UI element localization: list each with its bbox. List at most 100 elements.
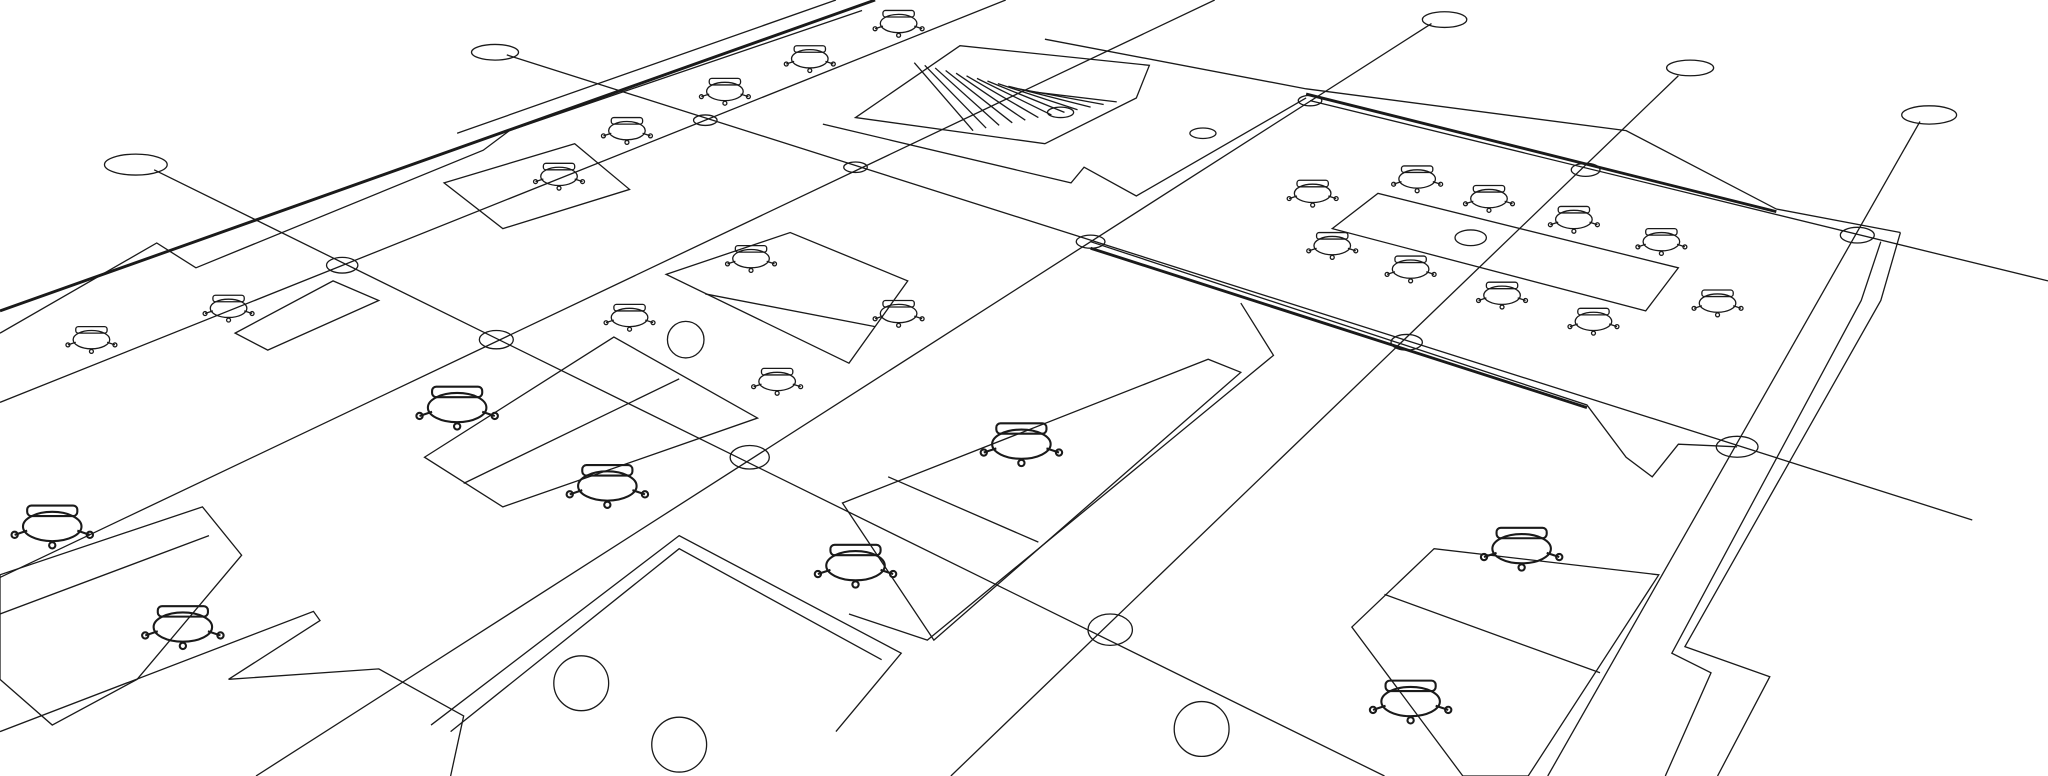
chair-icon [1635, 227, 1688, 257]
stair-tread [1029, 90, 1117, 103]
chair-icon [751, 367, 804, 396]
chair-icon [1475, 281, 1529, 310]
grid-node [325, 256, 359, 274]
stair-tread [966, 75, 1039, 119]
grid-axis-line [153, 169, 1385, 776]
wall [1664, 241, 1882, 776]
grid-node [1570, 162, 1601, 178]
wall [848, 302, 1275, 641]
wall [1044, 38, 1901, 234]
stair-tread [924, 64, 987, 129]
desk [0, 506, 243, 726]
grid-axis-line [0, 0, 1006, 403]
column [1189, 127, 1217, 140]
desks [0, 142, 1680, 776]
grid-node [1715, 435, 1759, 458]
grid-node [1297, 94, 1323, 107]
grid-node [478, 329, 514, 350]
chair-icon [532, 162, 586, 191]
chair-icon [1547, 205, 1600, 234]
columns [325, 94, 1875, 773]
grid-bubble [470, 43, 520, 61]
column [666, 320, 705, 359]
grid-axis-line [1547, 121, 1921, 776]
desk [1330, 192, 1680, 312]
desk [841, 358, 1243, 642]
stair-tread [945, 70, 1013, 124]
grid-bubble [103, 153, 168, 176]
grid-axis-line [1309, 99, 2048, 282]
stair-tread [976, 77, 1052, 116]
wall [0, 9, 863, 334]
grid-node [1839, 226, 1875, 244]
stair-tread [987, 80, 1065, 113]
wall [1090, 241, 1738, 478]
chair-icon [872, 299, 925, 328]
chair-icon [1462, 184, 1516, 213]
grid-node [1087, 613, 1134, 647]
chair-icon [724, 244, 778, 274]
wall [1090, 246, 1588, 409]
wall [1305, 92, 1777, 214]
chair-icon [415, 385, 499, 431]
chair-icon [1368, 679, 1453, 725]
chairs [10, 9, 1744, 725]
chair-icon [65, 325, 118, 355]
grid-node [1075, 234, 1106, 249]
staircase [853, 45, 1151, 145]
column [651, 716, 708, 773]
chair-icon [603, 303, 656, 332]
grid-axis-line [950, 75, 1679, 776]
desk [233, 280, 381, 351]
desk-divider [705, 293, 876, 328]
grid-node [843, 161, 868, 174]
grid-node [1390, 333, 1424, 351]
chair-icon [1306, 231, 1359, 260]
wall [456, 0, 837, 134]
desk [1350, 548, 1660, 776]
stair-tread [913, 62, 974, 132]
wall [0, 610, 465, 776]
stair-tread [955, 72, 1026, 121]
grid-bubble [1665, 59, 1715, 77]
column [1454, 229, 1488, 247]
desk-divider [887, 476, 1039, 543]
desk [442, 142, 631, 230]
grid-node [729, 444, 770, 470]
chair-icon [202, 294, 255, 323]
chair-icon [1391, 165, 1444, 194]
wall [0, 0, 876, 313]
chair-icon [565, 464, 650, 509]
chair-icon [979, 422, 1064, 468]
stair-outline [853, 45, 1151, 145]
stair-tread [997, 82, 1078, 111]
chair-icon [600, 116, 654, 146]
grid-axis-line [255, 22, 1432, 776]
grid-axis-line [506, 54, 1973, 521]
walls [0, 0, 1902, 776]
column [553, 655, 610, 712]
wall [430, 534, 903, 733]
desk [423, 336, 760, 508]
chair-icon [1567, 307, 1620, 336]
chair-icon [1691, 289, 1744, 318]
column [1173, 700, 1230, 758]
chair-icon [141, 605, 225, 651]
desk-divider [1384, 593, 1601, 674]
stair-tread [934, 67, 1000, 126]
desk-divider [0, 535, 210, 615]
chair-icon [783, 45, 836, 74]
wall [450, 547, 882, 733]
column [1046, 106, 1075, 119]
chair-icon [1384, 255, 1437, 284]
grid-bubble [1421, 11, 1468, 29]
grid-bubble [1901, 105, 1958, 125]
desk-divider [463, 378, 680, 484]
wall [822, 97, 1307, 197]
grid-node [692, 114, 718, 127]
chair-icon [10, 504, 95, 550]
chair-icon [872, 9, 925, 38]
chair-icon [1479, 526, 1564, 572]
